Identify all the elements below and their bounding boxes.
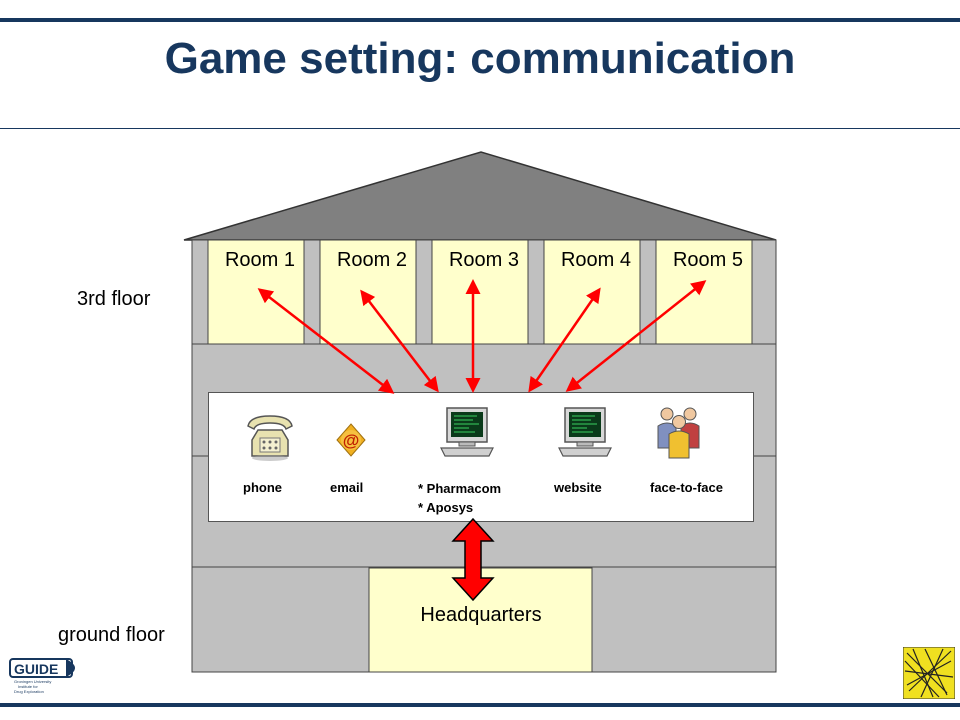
floor-label-3rd: 3rd floor: [77, 288, 151, 310]
arrow-headquarters: [451, 517, 495, 602]
svg-text:Drug Exploration: Drug Exploration: [14, 689, 44, 694]
tool-item-aposys: * Aposys: [418, 500, 474, 515]
arrow-room-2: [360, 289, 439, 393]
svg-text:Institute for: Institute for: [18, 684, 38, 689]
room-label-1: Room 1: [224, 249, 296, 271]
svg-text:Groningen University: Groningen University: [14, 679, 51, 684]
network-logo: [903, 647, 955, 699]
floor-label-ground: ground floor: [58, 624, 165, 646]
tool-item-pharmacom: * Pharmacom: [418, 481, 502, 496]
email-icon: @: [336, 423, 366, 457]
website-icon: [558, 407, 612, 457]
room-label-4: Room 4: [560, 249, 632, 271]
room-label-5: Room 5: [672, 249, 744, 271]
tool-list: * Pharmacom * Aposys: [418, 479, 501, 517]
arrow-room-5: [565, 280, 707, 392]
guide-logo-wordmark: GUIDE: [14, 661, 58, 677]
slide-title: Game setting: communication: [164, 34, 796, 83]
computer-icon: [440, 407, 494, 457]
headquarters-box: [368, 567, 593, 673]
phone-icon: [247, 415, 293, 461]
bottom-rule: [0, 703, 960, 707]
channel-label-face-to-face: face-to-face: [650, 480, 723, 495]
channel-label-email: email: [330, 480, 364, 495]
guide-logo: GUIDE Groningen University Institute for…: [9, 658, 75, 694]
top-rule: [0, 18, 960, 22]
channel-label-phone: phone: [243, 480, 282, 495]
room-label-2: Room 2: [336, 249, 408, 271]
headquarters-label: Headquarters: [420, 604, 542, 626]
people-icon: [657, 407, 700, 459]
room-label-3: Room 3: [448, 249, 520, 271]
channel-label-website: website: [554, 480, 602, 495]
title-rule: [0, 128, 960, 129]
svg-text:@: @: [343, 431, 360, 450]
